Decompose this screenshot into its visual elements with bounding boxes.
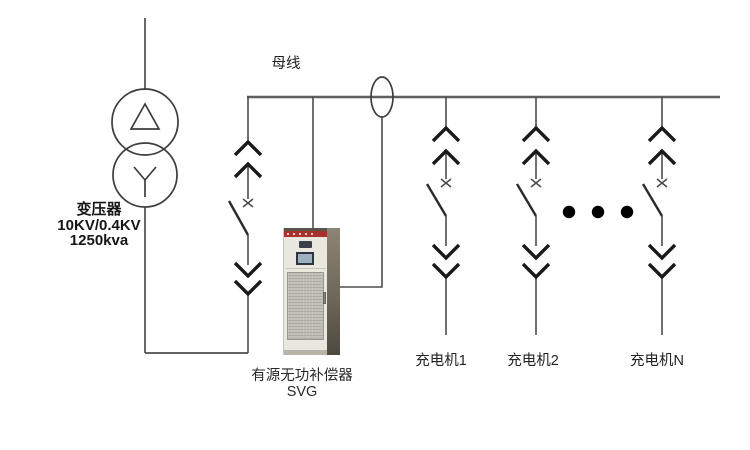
ellipsis-dots-icon xyxy=(562,205,634,219)
cabinet-groove xyxy=(286,268,326,269)
contact-x-icon xyxy=(530,178,542,188)
primary-winding-circle xyxy=(111,88,179,156)
contact-x-icon xyxy=(242,198,254,208)
cabinet-logo-plate xyxy=(299,241,312,248)
cabinet-door-handle xyxy=(323,292,326,304)
charger-branch-N xyxy=(641,97,677,335)
compensator-label: 有源无功补偿器 SVG xyxy=(226,368,378,400)
contact-x-icon xyxy=(656,178,668,188)
compensator-name: 有源无功补偿器 xyxy=(251,368,353,384)
drawout-contact-chevrons-icon xyxy=(431,125,461,280)
cabinet-side-panel xyxy=(327,228,340,355)
charger-1-label: 充电机1 xyxy=(415,353,467,369)
cabinet-vent-grille xyxy=(287,272,324,340)
secondary-winding-circle xyxy=(112,142,178,208)
transformer-capacity: 1250kva xyxy=(69,232,129,249)
drawout-contact-chevrons-icon xyxy=(521,125,551,280)
charger-N-label: 充电机N xyxy=(630,353,684,369)
transformer-ratio: 10KV/0.4KV xyxy=(57,216,141,234)
current-transformer xyxy=(340,76,394,288)
cabinet-top-edge xyxy=(284,228,327,231)
charger-2-label: 充电机2 xyxy=(507,353,559,369)
delta-winding-icon xyxy=(129,102,161,130)
cabinet-red-stripe xyxy=(284,231,327,237)
compensator-abbr: SVG xyxy=(286,384,318,400)
cabinet-base xyxy=(284,350,327,355)
transformer-label: 变压器 10KV/0.4KV 1250kva xyxy=(30,202,168,249)
wye-winding-icon xyxy=(133,166,157,197)
drawout-contact-chevrons-icon xyxy=(233,139,263,297)
svg-cabinet-image xyxy=(283,228,340,355)
charger-branch-2 xyxy=(515,97,551,335)
cabinet-screen-glass xyxy=(298,254,312,263)
incomer-branch xyxy=(227,96,263,353)
cabinet-display-screen xyxy=(296,252,314,265)
ct-signal-line xyxy=(340,117,383,288)
disconnect-switch-icon xyxy=(641,183,664,217)
disconnect-switch-icon xyxy=(515,183,538,217)
contact-x-icon xyxy=(440,178,452,188)
transformer-symbol xyxy=(111,18,248,354)
bus-label: 母线 xyxy=(271,56,301,72)
transformer-name: 变压器 xyxy=(76,201,122,218)
drawout-contact-chevrons-icon xyxy=(647,125,677,280)
disconnect-switch-icon xyxy=(227,200,250,236)
charger-branch-1 xyxy=(425,97,461,335)
disconnect-switch-icon xyxy=(425,183,448,217)
cabinet-front-panel xyxy=(283,228,327,355)
